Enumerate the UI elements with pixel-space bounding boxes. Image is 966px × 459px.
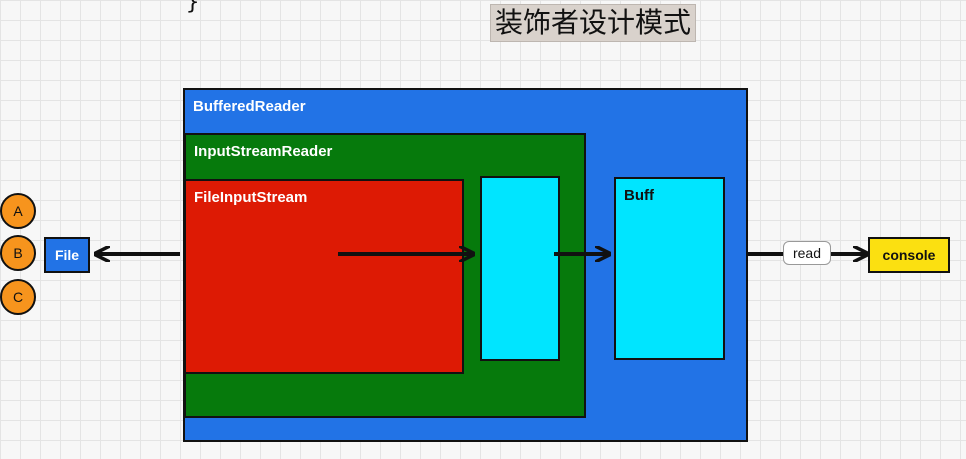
file-input-stream-box: FileInputStream [184, 179, 464, 374]
console-box: console [868, 237, 950, 273]
reader-buffer-box [480, 176, 560, 361]
circle-a: A [0, 193, 36, 229]
buff-label: Buff [624, 187, 654, 204]
file-box: File [44, 237, 90, 273]
buffered-reader-label: BufferedReader [193, 98, 306, 115]
code-brace: } [186, 0, 200, 15]
file-input-stream-label: FileInputStream [194, 189, 308, 206]
diagram-title: 装饰者设计模式 [490, 4, 697, 42]
input-stream-reader-label: InputStreamReader [194, 143, 333, 160]
circle-b: B [0, 235, 36, 271]
circle-c: C [0, 279, 36, 315]
read-label: read [783, 241, 831, 265]
buff-box: Buff [614, 177, 725, 360]
